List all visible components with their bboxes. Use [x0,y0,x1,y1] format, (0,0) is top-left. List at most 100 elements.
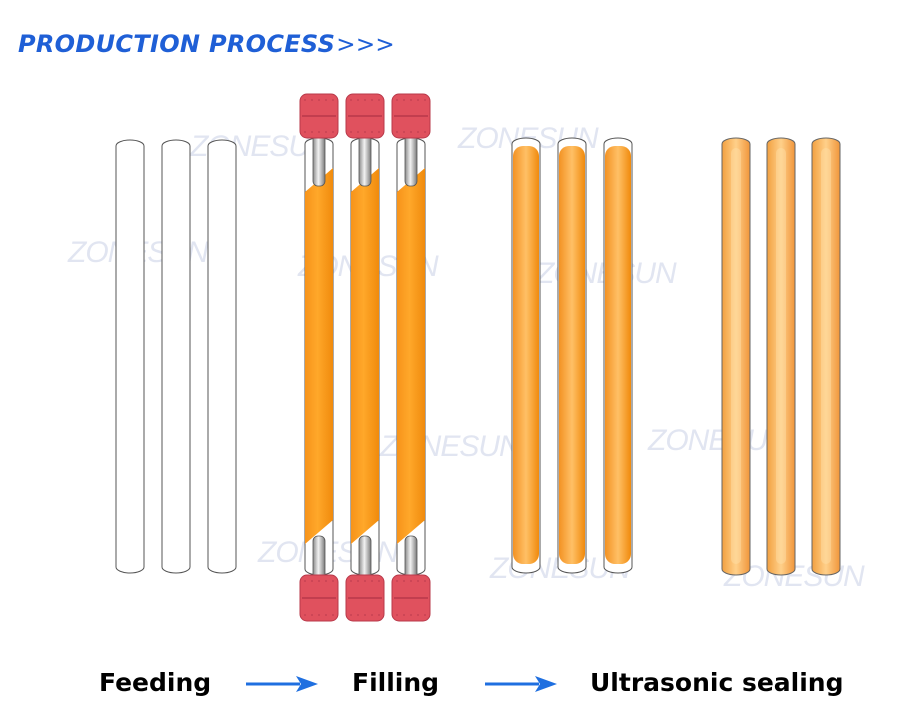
stage-filling-tubes [299,93,431,622]
cap-texture [304,580,306,582]
right-arrow-icon [485,676,557,692]
cap-texture [410,99,412,101]
cap-texture [325,614,327,616]
cap-texture [364,614,366,616]
cap-texture [424,614,426,616]
liquid-fill [305,168,333,544]
nozzle-body [358,133,372,187]
cap-texture [396,614,398,616]
cap-texture [325,99,327,101]
nozzle-body [404,535,418,581]
bottom-nozzle [404,535,418,581]
nozzle-body [312,133,326,187]
bottom-cap [299,574,339,622]
cap-texture [403,614,405,616]
cap-texture [403,131,405,133]
cap-texture [332,131,334,133]
page-title: PRODUCTION PROCESS>>> [18,30,395,58]
cap-texture [417,99,419,101]
cap-texture [424,580,426,582]
cap-texture [332,614,334,616]
cap-texture [350,131,352,133]
cap-texture [371,131,373,133]
cap-texture [311,580,313,582]
cap-texture [396,99,398,101]
bottom-cap [391,574,431,622]
right-arrow-icon [246,676,318,692]
cap-texture [318,99,320,101]
top-cap [345,93,385,139]
filled-tube [557,137,587,574]
cap-texture [410,131,412,133]
bottom-nozzle [358,535,372,581]
sealed-tube [766,137,796,576]
cap-texture [417,614,419,616]
top-cap [299,93,339,139]
liquid-fill [351,168,379,544]
filled-tube [511,137,541,574]
cap-texture [350,99,352,101]
cap-texture [403,580,405,582]
cap-texture [318,131,320,133]
filling-tube [299,93,339,622]
cap-texture [371,99,373,101]
bottom-cap [345,574,385,622]
filled-tube [603,137,633,574]
title-chevrons: >>> [336,32,395,58]
cap-texture [357,131,359,133]
step-label-ultrasonic-sealing: Ultrasonic sealing [590,668,844,697]
cap-texture [403,99,405,101]
cap-texture [350,580,352,582]
cap-texture [364,99,366,101]
cap-texture [311,614,313,616]
top-nozzle [312,133,326,187]
cap-texture [325,580,327,582]
cap-texture [364,131,366,133]
cap-texture [378,580,380,582]
nozzle-body [404,133,418,187]
sealed-tube [811,137,841,576]
cap-texture [378,99,380,101]
cap-texture [311,131,313,133]
cap-texture [424,131,426,133]
cap-texture [304,614,306,616]
cap-texture [311,99,313,101]
stage-feeding-tubes [115,139,237,574]
cap-texture [424,99,426,101]
top-nozzle [404,133,418,187]
top-cap [391,93,431,139]
cap-texture [350,614,352,616]
sealed-highlight [776,148,786,564]
cap-texture [396,580,398,582]
cap-texture [417,131,419,133]
top-nozzle [358,133,372,187]
liquid-fill [397,168,425,544]
empty-tube [115,139,145,574]
sealed-body [766,137,796,576]
cap-texture [304,131,306,133]
cap-texture [410,580,412,582]
cap-texture [371,580,373,582]
cap-texture [371,614,373,616]
cap-texture [318,614,320,616]
bottom-nozzle [312,535,326,581]
filling-tube [345,93,385,622]
cap-texture [357,614,359,616]
step-label-filling: Filling [352,668,440,697]
liquid-fill [513,146,539,564]
cap-texture [364,580,366,582]
step-label-feeding: Feeding [99,668,212,697]
title-text: PRODUCTION PROCESS [18,30,336,58]
liquid-fill [559,146,585,564]
watermark-text: ZONESUN [647,424,789,457]
sealed-body [721,137,751,576]
cap-texture [332,99,334,101]
sealed-body [811,137,841,576]
nozzle-body [312,535,326,581]
stage-sealed-tubes [721,137,841,576]
liquid-fill [605,146,631,564]
cap-texture [378,131,380,133]
empty-tube [207,139,237,574]
